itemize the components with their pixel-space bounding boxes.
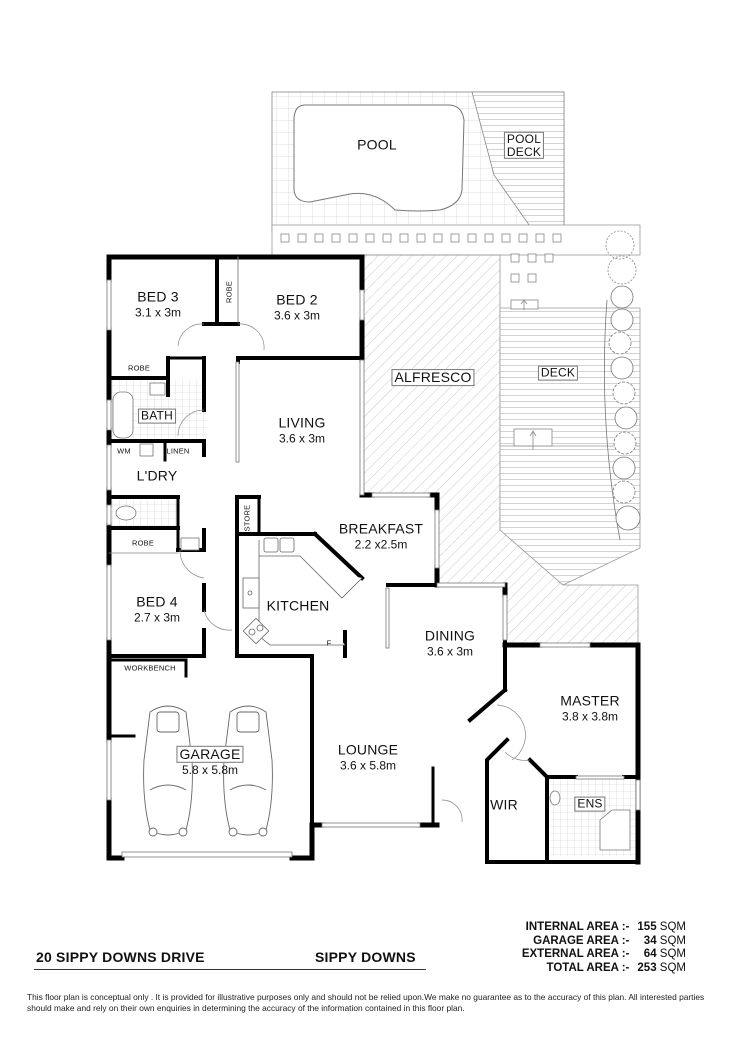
disclaimer-text: This floor plan is conceptual only . It …	[27, 992, 705, 1013]
area-summary: INTERNAL AREA :- 155 SQM GARAGE AREA :- …	[522, 921, 686, 975]
room-label-kitchen: KITCHEN	[266, 597, 330, 616]
room-dimensions: 3.6 x 5.8m	[339, 758, 397, 773]
total-area-row: TOTAL AREA :- 253 SQM	[546, 961, 686, 974]
annotation-robe-bed4: ROBE	[131, 538, 155, 548]
room-name: ALFRESCO	[391, 369, 475, 386]
annotation-robe-bed2: ROBE	[224, 280, 234, 304]
room-name: DINING	[424, 627, 476, 644]
internal-area-row: INTERNAL AREA :- 155 SQM	[525, 921, 686, 933]
room-dimensions: 3.6 x 3m	[278, 431, 326, 446]
deck-boards	[499, 307, 641, 586]
room-name: BED 2	[276, 291, 318, 308]
pool-area	[271, 91, 565, 233]
room-dimensions: 2.7 x 3m	[133, 610, 181, 625]
room-name: BED 3	[137, 288, 179, 305]
room-name: WIR	[490, 796, 518, 813]
room-label-ens: ENS	[574, 796, 606, 813]
room-label-pool: POOL	[357, 136, 397, 155]
room-name: MASTER	[560, 692, 620, 709]
room-name: BREAKFAST	[338, 520, 424, 537]
garage-area-row: GARAGE AREA :- 34 SQM	[533, 934, 686, 947]
annotation-fridge: F	[326, 638, 332, 648]
footer-divider	[34, 969, 426, 970]
room-label-alfresco: ALFRESCO	[391, 369, 475, 387]
palm-tree-icon	[605, 230, 637, 285]
room-label-bath: BATH	[138, 408, 176, 425]
room-name: LOUNGE	[337, 741, 399, 758]
room-name: KITCHEN	[266, 597, 330, 614]
windows	[106, 279, 641, 858]
room-label-deck: DECK	[537, 365, 579, 382]
kitchen-benches	[242, 537, 363, 646]
floor-plan-drawing	[106, 91, 641, 865]
room-name: GARAGE	[176, 745, 244, 763]
external-area-row: EXTERNAL AREA :- 64 SQM	[521, 948, 686, 960]
room-dimensions: 5.8 x 5.8m	[181, 762, 239, 777]
room-name: ENS	[574, 796, 606, 812]
garden-trees	[604, 230, 641, 541]
room-name: BED 4	[136, 593, 178, 610]
room-name: POOL	[357, 136, 397, 153]
walls	[106, 254, 641, 865]
annotation-linen: LINEN	[166, 446, 190, 456]
room-dimensions: 3.8 x 3.8m	[561, 709, 619, 724]
deck-step-icons	[510, 299, 553, 450]
annotation-workbench: WORKBENCH	[124, 663, 176, 673]
annotation-store: STORE	[242, 504, 252, 532]
room-name: DECK	[537, 365, 579, 381]
bath-fixtures	[112, 382, 631, 851]
room-label-wir: WIR	[490, 796, 518, 815]
car-icons	[143, 705, 273, 837]
property-address: 20 SIPPY DOWNS DRIVE	[36, 949, 205, 965]
door-swings	[177, 323, 531, 823]
room-dimensions: 3.1 x 3m	[134, 305, 182, 320]
room-name: L'DRY	[136, 467, 178, 484]
room-dimensions: 3.6 x 3m	[426, 644, 474, 659]
room-dimensions: 3.6 x 3m	[273, 308, 321, 323]
room-name: POOL DECK	[503, 131, 545, 159]
property-suburb: SIPPY DOWNS	[315, 949, 416, 965]
room-label-laundry: L'DRY	[136, 467, 178, 486]
room-dimensions: 2.2 x2.5m	[354, 537, 408, 552]
room-name: LIVING	[278, 414, 326, 431]
room-label-pool-deck: POOL DECK	[503, 131, 545, 160]
paver-strip	[271, 224, 641, 283]
room-name: BATH	[138, 408, 176, 424]
annotation-wm: WM	[117, 446, 131, 456]
annotation-robe-bed3: ROBE	[127, 363, 151, 373]
